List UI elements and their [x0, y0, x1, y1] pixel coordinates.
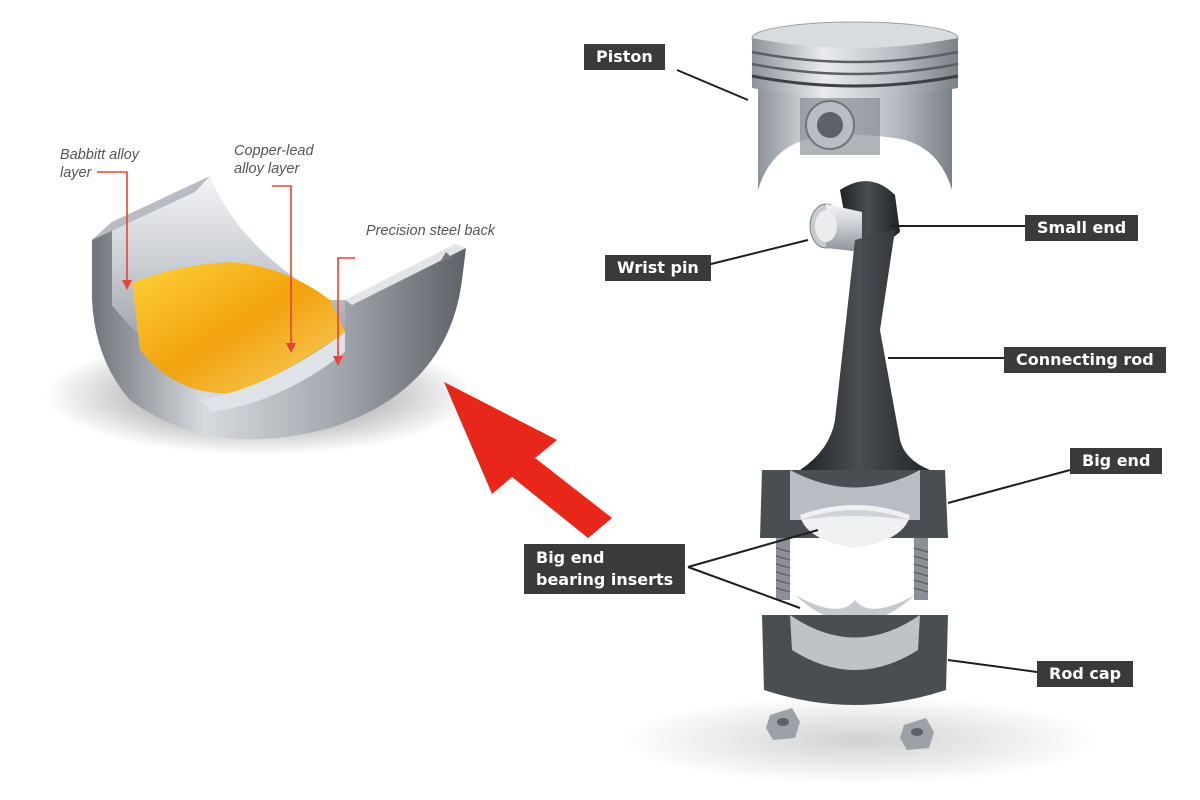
note-babbitt-line-1: Babbitt alloy — [60, 147, 139, 163]
label-wrist-pin: Wrist pin — [605, 255, 711, 281]
note-copper-lead-line-1: Copper-lead — [234, 143, 314, 159]
piston-illustration — [751, 21, 959, 190]
label-bearing-inserts-line-1: Big end — [536, 548, 605, 567]
label-big-end: Big end — [1070, 448, 1163, 474]
note-copper-lead-line-2: alloy layer — [234, 161, 300, 177]
label-small-end: Small end — [1025, 215, 1139, 241]
note-babbitt-line-2: layer — [60, 165, 92, 181]
label-rod-cap: Rod cap — [1037, 661, 1134, 687]
note-babbitt-layer: Babbitt alloy layer — [60, 146, 139, 182]
bearing-shell-illustration — [45, 176, 475, 455]
leader-lines — [676, 69, 1071, 673]
bearing-layer-pointers — [97, 171, 355, 358]
label-bearing-inserts: Big end bearing inserts — [524, 544, 686, 594]
note-steel-back: Precision steel back — [366, 223, 495, 239]
red-arrow-icon — [444, 382, 612, 538]
label-bearing-inserts-line-2: bearing inserts — [536, 570, 674, 589]
label-connecting-rod: Connecting rod — [1004, 347, 1166, 373]
connecting-rod-illustration — [760, 181, 948, 750]
note-copper-lead-layer: Copper-lead alloy layer — [234, 142, 314, 178]
label-piston: Piston — [584, 44, 665, 70]
